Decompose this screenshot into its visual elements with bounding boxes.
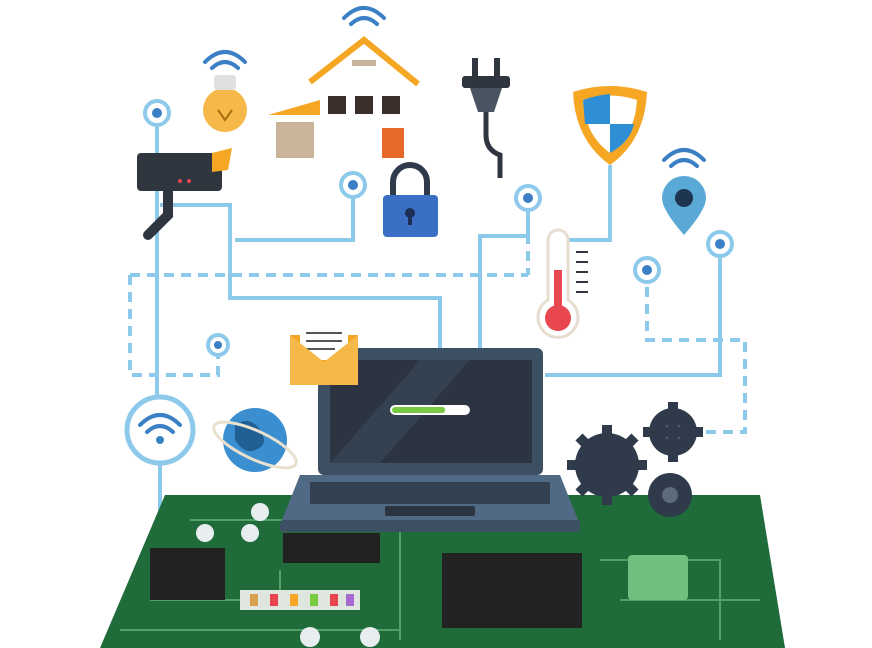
light-bulb-icon bbox=[203, 50, 247, 132]
location-pin-icon bbox=[662, 148, 706, 235]
laptop-icon bbox=[280, 348, 580, 532]
globe-icon bbox=[212, 408, 298, 472]
progress-fill bbox=[392, 407, 446, 413]
power-plug-icon bbox=[462, 58, 510, 178]
thermometer-icon bbox=[536, 228, 588, 339]
connection-lines bbox=[128, 115, 747, 512]
wifi-icon bbox=[124, 394, 196, 466]
security-camera-icon bbox=[137, 148, 232, 240]
email-envelope-icon bbox=[290, 322, 358, 385]
house-icon bbox=[268, 6, 420, 158]
padlock-icon bbox=[383, 162, 438, 237]
shield-icon bbox=[573, 86, 647, 165]
circuit-board-icon bbox=[100, 495, 785, 648]
gear-icon bbox=[567, 402, 703, 517]
